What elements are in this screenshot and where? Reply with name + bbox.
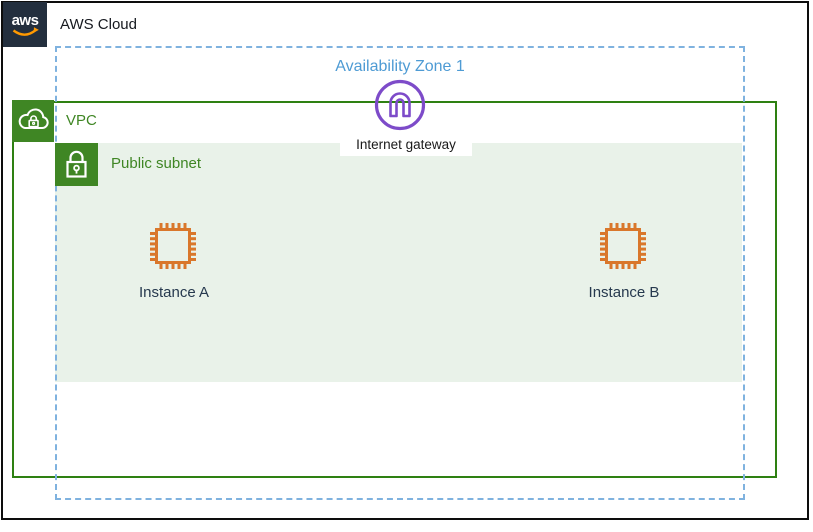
chip-pins (150, 223, 196, 269)
aws-smile-arrow (33, 27, 39, 33)
vpc-label: VPC (66, 112, 97, 129)
ec2-instance-chip-icon (598, 221, 648, 271)
aws-cloud-group-border (1, 1, 809, 520)
aws-logo-icon: aws (3, 2, 47, 47)
aws-logo-text: aws (12, 12, 39, 29)
ec2-instance-chip-icon (148, 221, 198, 271)
public-subnet-lock-icon (55, 143, 98, 186)
instance-a-label: Instance A (138, 284, 210, 301)
aws-cloud-label: AWS Cloud (60, 16, 137, 33)
internet-gateway-label: Internet gateway (340, 134, 472, 156)
availability-zone-label: Availability Zone 1 (335, 58, 465, 75)
instance-b-label: Instance B (588, 284, 660, 301)
vpc-group-border (12, 101, 777, 478)
public-subnet-label: Public subnet (111, 155, 202, 172)
availability-zone-group-border (55, 46, 745, 500)
internet-gateway-icon (372, 77, 428, 133)
vpc-cloud-lock-icon (12, 100, 54, 142)
chip-pins (600, 223, 646, 269)
aws-smile-curve (12, 29, 37, 36)
